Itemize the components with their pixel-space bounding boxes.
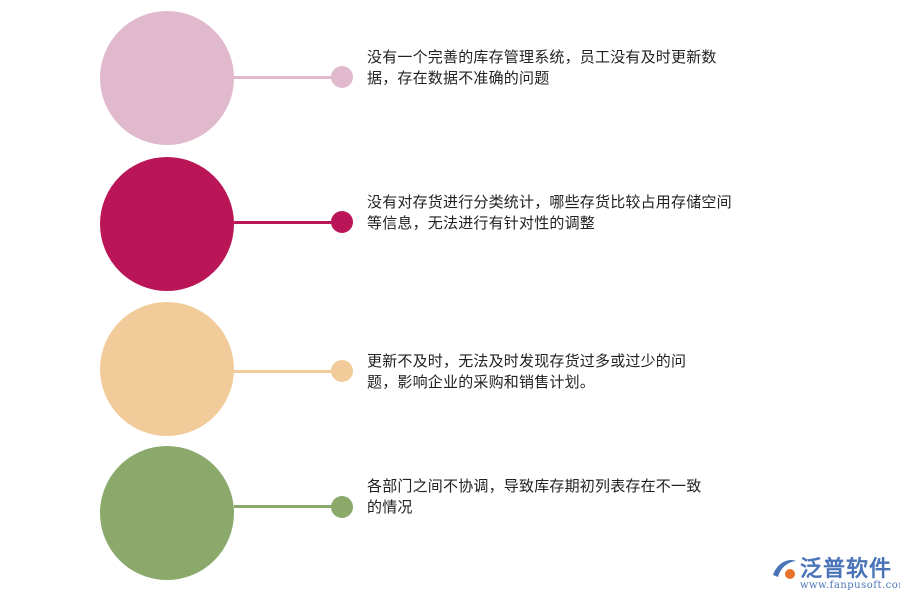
issue-3-connector	[234, 370, 334, 373]
brand-url: www.fanpusoft.com	[800, 580, 900, 591]
issue-4-circle	[100, 446, 234, 580]
issue-row-4: 各部门之间不协调，导致库存期初列表存在不一致的情况	[0, 446, 900, 586]
issue-4-dot	[331, 496, 353, 518]
issue-row-1: 没有一个完善的库存管理系统，员工没有及时更新数据，存在数据不准确的问题	[0, 11, 900, 151]
issue-4-text: 各部门之间不协调，导致库存期初列表存在不一致的情况	[367, 477, 702, 516]
issue-2-text: 没有对存货进行分类统计，哪些存货比较占用存储空间等信息，无法进行有针对性的调整	[367, 193, 732, 232]
brand-name: 泛普软件	[800, 557, 893, 582]
issue-3-circle	[100, 302, 234, 436]
issue-row-2: 没有对存货进行分类统计，哪些存货比较占用存储空间等信息，无法进行有针对性的调整	[0, 157, 900, 297]
issue-1-circle	[100, 11, 234, 145]
brand-logo-icon	[773, 559, 796, 579]
brand-logo: 泛普软件 www.fanpusoft.com	[766, 549, 900, 595]
issue-row-3: 更新不及时，无法及时发现存货过多或过少的问题，影响企业的采购和销售计划。	[0, 302, 900, 442]
issue-2-circle	[100, 157, 234, 291]
issue-3-dot	[331, 360, 353, 382]
issue-4-connector	[234, 505, 334, 508]
issue-1-dot	[331, 66, 353, 88]
issue-2-dot	[331, 211, 353, 233]
issue-1-text: 没有一个完善的库存管理系统，员工没有及时更新数据，存在数据不准确的问题	[367, 48, 717, 87]
issue-2-connector	[234, 221, 334, 224]
issue-1-connector	[234, 76, 334, 79]
issue-3-text: 更新不及时，无法及时发现存货过多或过少的问题，影响企业的采购和销售计划。	[367, 352, 687, 391]
